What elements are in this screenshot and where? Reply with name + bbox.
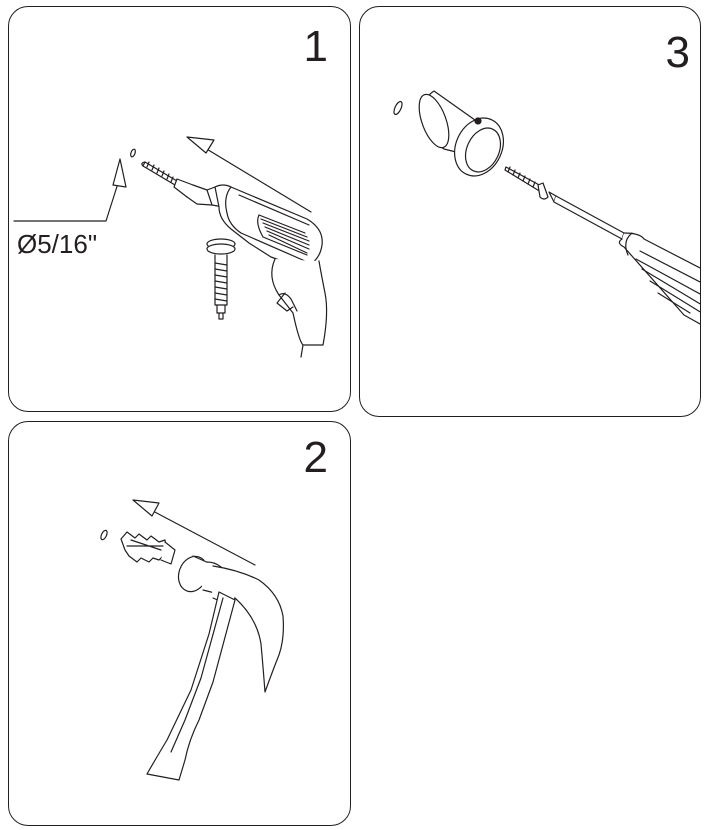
step-1-panel: 1 Ø5/16": [8, 6, 351, 412]
direction-arrow-icon: [187, 137, 311, 212]
vent-slots: [258, 215, 309, 255]
direction-arrow-icon: [133, 500, 255, 565]
step-3-illustration: [360, 7, 700, 417]
wall-hole-icon: [392, 100, 403, 115]
step-1-illustration: [9, 7, 351, 412]
drill-icon: [142, 162, 327, 357]
wall-hole-icon: [130, 149, 136, 158]
screw-icon: [505, 167, 548, 199]
hammer-icon: [147, 552, 283, 780]
step-1-number: 1: [303, 22, 328, 71]
drill-size-label: Ø5/16": [17, 229, 98, 259]
step-2-panel: 2: [8, 421, 351, 826]
drill-bit-icon: [142, 162, 177, 185]
step-3-panel: 3: [359, 6, 701, 417]
wall-hole-icon: [100, 529, 109, 540]
step-3-number: 3: [665, 28, 690, 77]
step-2-illustration: [9, 422, 351, 826]
side-handle: [207, 239, 235, 319]
screwdriver-icon: [549, 192, 700, 325]
step-2-number: 2: [303, 433, 328, 482]
wall-plug-icon: [121, 532, 175, 564]
leader-arrow-icon: [14, 159, 126, 221]
cap-cylinder-icon: [413, 91, 512, 184]
